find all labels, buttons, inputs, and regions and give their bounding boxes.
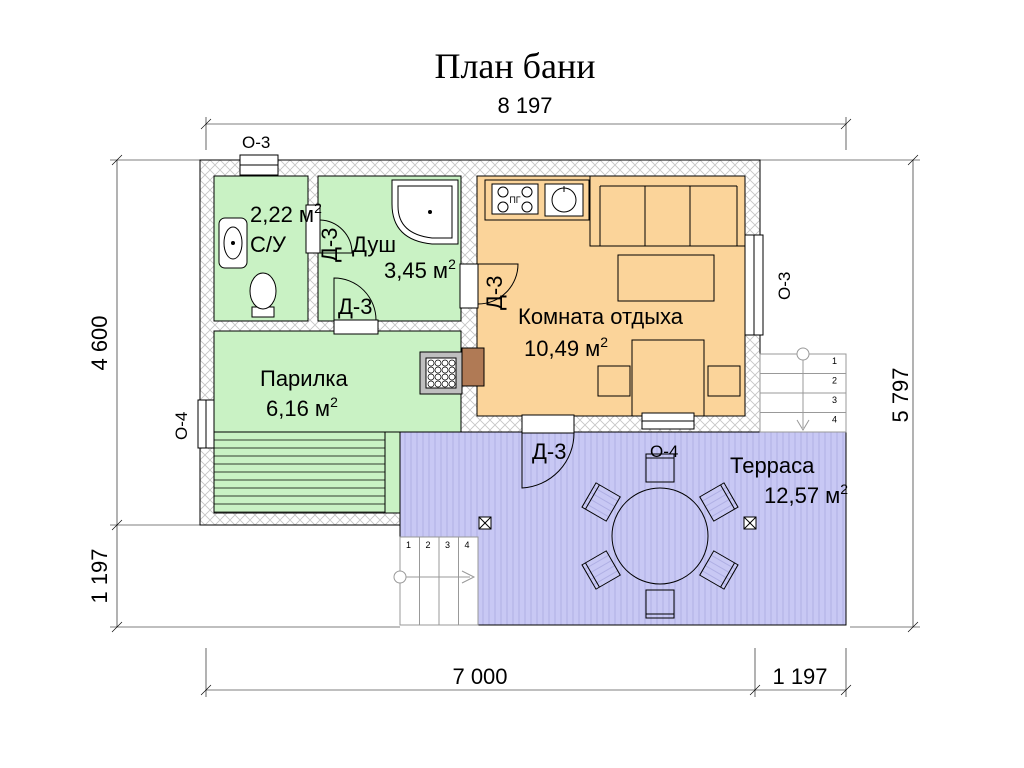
dim-left-terrace: 1 197 (87, 548, 112, 603)
toilet-icon (249, 272, 277, 318)
dim-top-width: 8 197 (497, 93, 552, 118)
stairs-right: 1 2 3 4 (759, 347, 847, 433)
stove-label: ПГ (509, 195, 520, 205)
step-number: 2 (426, 540, 431, 550)
chair-icon (699, 482, 739, 522)
dining-table (597, 339, 741, 417)
komnata-name: Комната отдыха (518, 304, 684, 329)
terrace-name: Терраса (730, 453, 815, 478)
shower-tray-icon (391, 179, 459, 245)
parilka-area: 6,16 м2 (266, 394, 338, 421)
kitchen-counter: ПГ (484, 179, 590, 221)
step-number: 1 (406, 540, 411, 550)
door-dush (333, 277, 379, 335)
label-o3-top: О-3 (242, 133, 270, 152)
sofa (589, 175, 746, 247)
step-number: 1 (832, 356, 837, 366)
label-d3-komnata: Д-3 (482, 276, 507, 310)
step-number: 4 (832, 415, 837, 425)
dim-left-height: 4 600 (87, 315, 112, 370)
stairs-left: 1 2 3 4 (393, 536, 479, 626)
label-o4-bottom: О-4 (650, 442, 678, 461)
label-o3-right: О-3 (775, 272, 794, 300)
coffee-table (617, 254, 715, 302)
dimension-right: 5 797 (760, 154, 920, 633)
chair-icon (645, 453, 675, 483)
step-number: 2 (832, 376, 837, 386)
terrace-area: 12,57 м2 (764, 481, 848, 508)
window-o4-bottom (641, 412, 695, 430)
chair-icon (581, 482, 621, 522)
su-name: С/У (250, 232, 287, 257)
label-o4-left: О-4 (172, 412, 191, 440)
window-o4-left (197, 399, 215, 449)
dim-bottom-main: 7 000 (452, 664, 507, 689)
dimension-left: 4 600 1 197 (87, 154, 400, 633)
chair-icon (699, 550, 739, 590)
sink-icon (218, 217, 248, 269)
su-area: 2,22 м2 (250, 200, 322, 227)
window-o3-right (744, 234, 764, 336)
dim-right-height: 5 797 (888, 367, 913, 422)
label-d3-dush: Д-3 (338, 294, 372, 319)
komnata-area: 10,49 м2 (524, 334, 608, 361)
terrace-columns (478, 516, 757, 530)
dush-name: Душ (352, 232, 396, 257)
parilka-name: Парилка (260, 366, 349, 391)
dimension-top: 8 197 (200, 93, 852, 150)
step-number: 3 (832, 395, 837, 405)
dimension-bottom: 7 000 1 197 (200, 648, 852, 697)
label-d3-su: Д-3 (317, 228, 342, 262)
dush-area: 3,45 м2 (384, 256, 456, 283)
door-su (305, 204, 353, 254)
window-o3-top (239, 154, 279, 176)
chair-icon (645, 589, 675, 619)
stove-icon (419, 347, 485, 395)
chair-icon (581, 550, 621, 590)
label-d3-terrace: Д-3 (532, 439, 566, 464)
door-terrace (521, 414, 575, 489)
step-number: 4 (465, 540, 470, 550)
terrace-table (581, 453, 739, 619)
door-komnata (459, 263, 519, 309)
dim-bottom-terrace: 1 197 (772, 664, 827, 689)
parilka-bench (213, 431, 461, 514)
plan-title: План бани (434, 46, 595, 86)
step-number: 3 (445, 540, 450, 550)
